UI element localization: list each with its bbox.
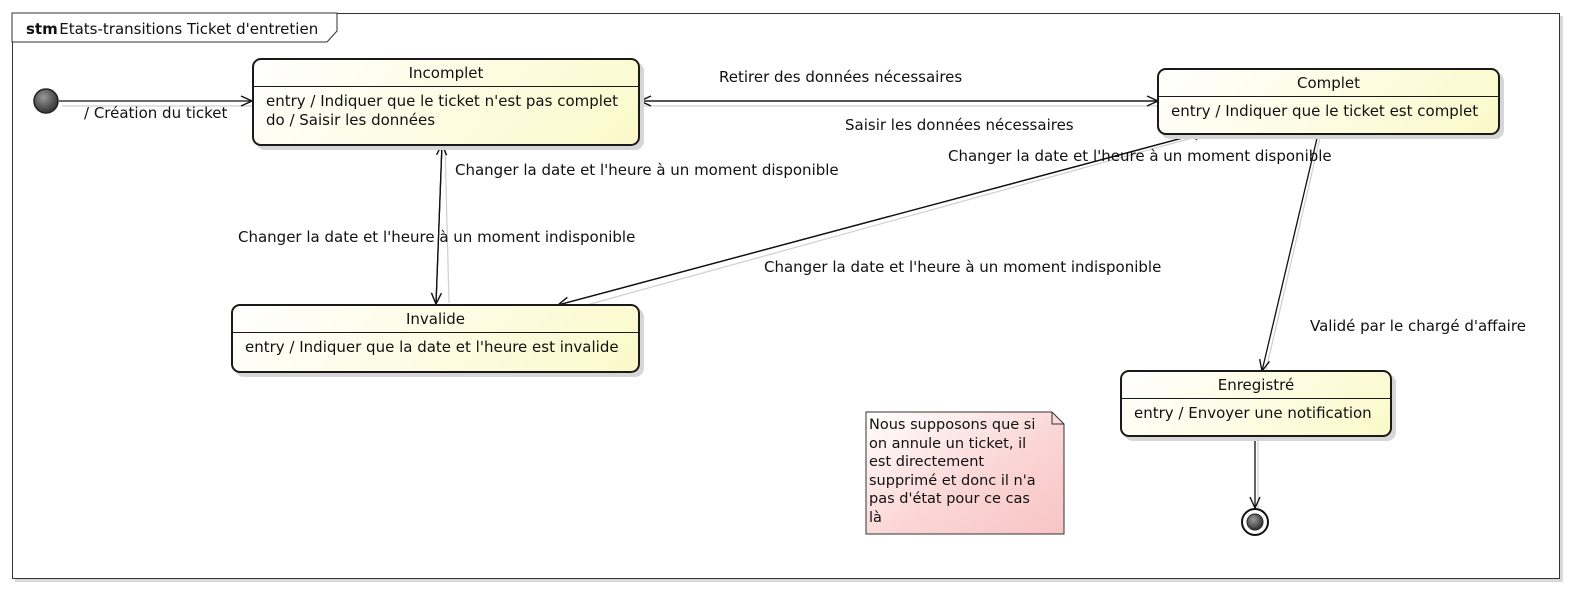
state-action: entry / Envoyer une notification xyxy=(1134,404,1372,422)
note-line: est directement xyxy=(869,454,985,470)
state-enregistre[interactable]: Enregistré entry / Envoyer une notificat… xyxy=(1120,370,1392,437)
state-title: Complet xyxy=(1159,70,1498,97)
note-text: Nous supposons que si on annule un ticke… xyxy=(869,416,1059,527)
note-line: là xyxy=(869,509,882,526)
state-title: Enregistré xyxy=(1122,372,1390,399)
edge-dispo-incomplet xyxy=(435,142,448,305)
note-line: pas d'état pour ce cas xyxy=(869,491,1030,507)
frame-title-text: Etats-transitions Ticket d'entretien xyxy=(59,20,319,38)
state-title: Invalide xyxy=(233,306,638,333)
state-invalide[interactable]: Invalide entry / Indiquer que la date et… xyxy=(231,304,640,373)
note-line: Nous supposons que si xyxy=(869,417,1036,433)
state-incomplet[interactable]: Incomplet entry / Indiquer que le ticket… xyxy=(252,58,640,146)
state-complet[interactable]: Complet entry / Indiquer que le ticket e… xyxy=(1157,68,1500,135)
edge-dispo-complet xyxy=(557,129,1207,306)
state-action: entry / Indiquer que la date et l'heure … xyxy=(245,338,619,356)
state-title: Incomplet xyxy=(254,60,638,87)
frame-tab-shape xyxy=(11,12,338,43)
label-dispo-incomplet: Changer la date et l'heure à un moment d… xyxy=(455,161,839,179)
state-actions: entry / Indiquer que le ticket n'est pas… xyxy=(254,87,638,130)
final-state xyxy=(1246,513,1264,531)
note-line: on annule un ticket, il xyxy=(869,435,1027,452)
initial-state xyxy=(33,88,59,114)
label-indispo-incomplet: Changer la date et l'heure à un moment i… xyxy=(238,228,636,246)
note-line: supprimé et donc il n'a xyxy=(869,472,1036,489)
label-retirer: Retirer des données nécessaires xyxy=(719,68,963,86)
state-actions: entry / Indiquer que la date et l'heure … xyxy=(233,333,638,357)
state-actions: entry / Envoyer une notification xyxy=(1122,399,1390,423)
label-saisir: Saisir les données nécessaires xyxy=(845,116,1074,134)
edge-valide xyxy=(1258,133,1319,373)
note-shape xyxy=(865,411,1065,535)
frame-title: stm Etats-transitions Ticket d'entretien xyxy=(26,20,318,38)
frame-keyword: stm xyxy=(26,20,58,38)
state-action: do / Saisir les données xyxy=(266,111,436,129)
label-creation: / Création du ticket xyxy=(84,104,228,122)
state-action: entry / Indiquer que le ticket est compl… xyxy=(1171,102,1479,120)
label-valide: Validé par le chargé d'affaire xyxy=(1310,317,1526,335)
label-dispo-complet: Changer la date et l'heure à un moment d… xyxy=(948,147,1332,165)
label-indispo-complet: Changer la date et l'heure à un moment i… xyxy=(764,258,1162,276)
state-action: entry / Indiquer que le ticket n'est pas… xyxy=(266,92,619,110)
state-actions: entry / Indiquer que le ticket est compl… xyxy=(1159,97,1498,121)
